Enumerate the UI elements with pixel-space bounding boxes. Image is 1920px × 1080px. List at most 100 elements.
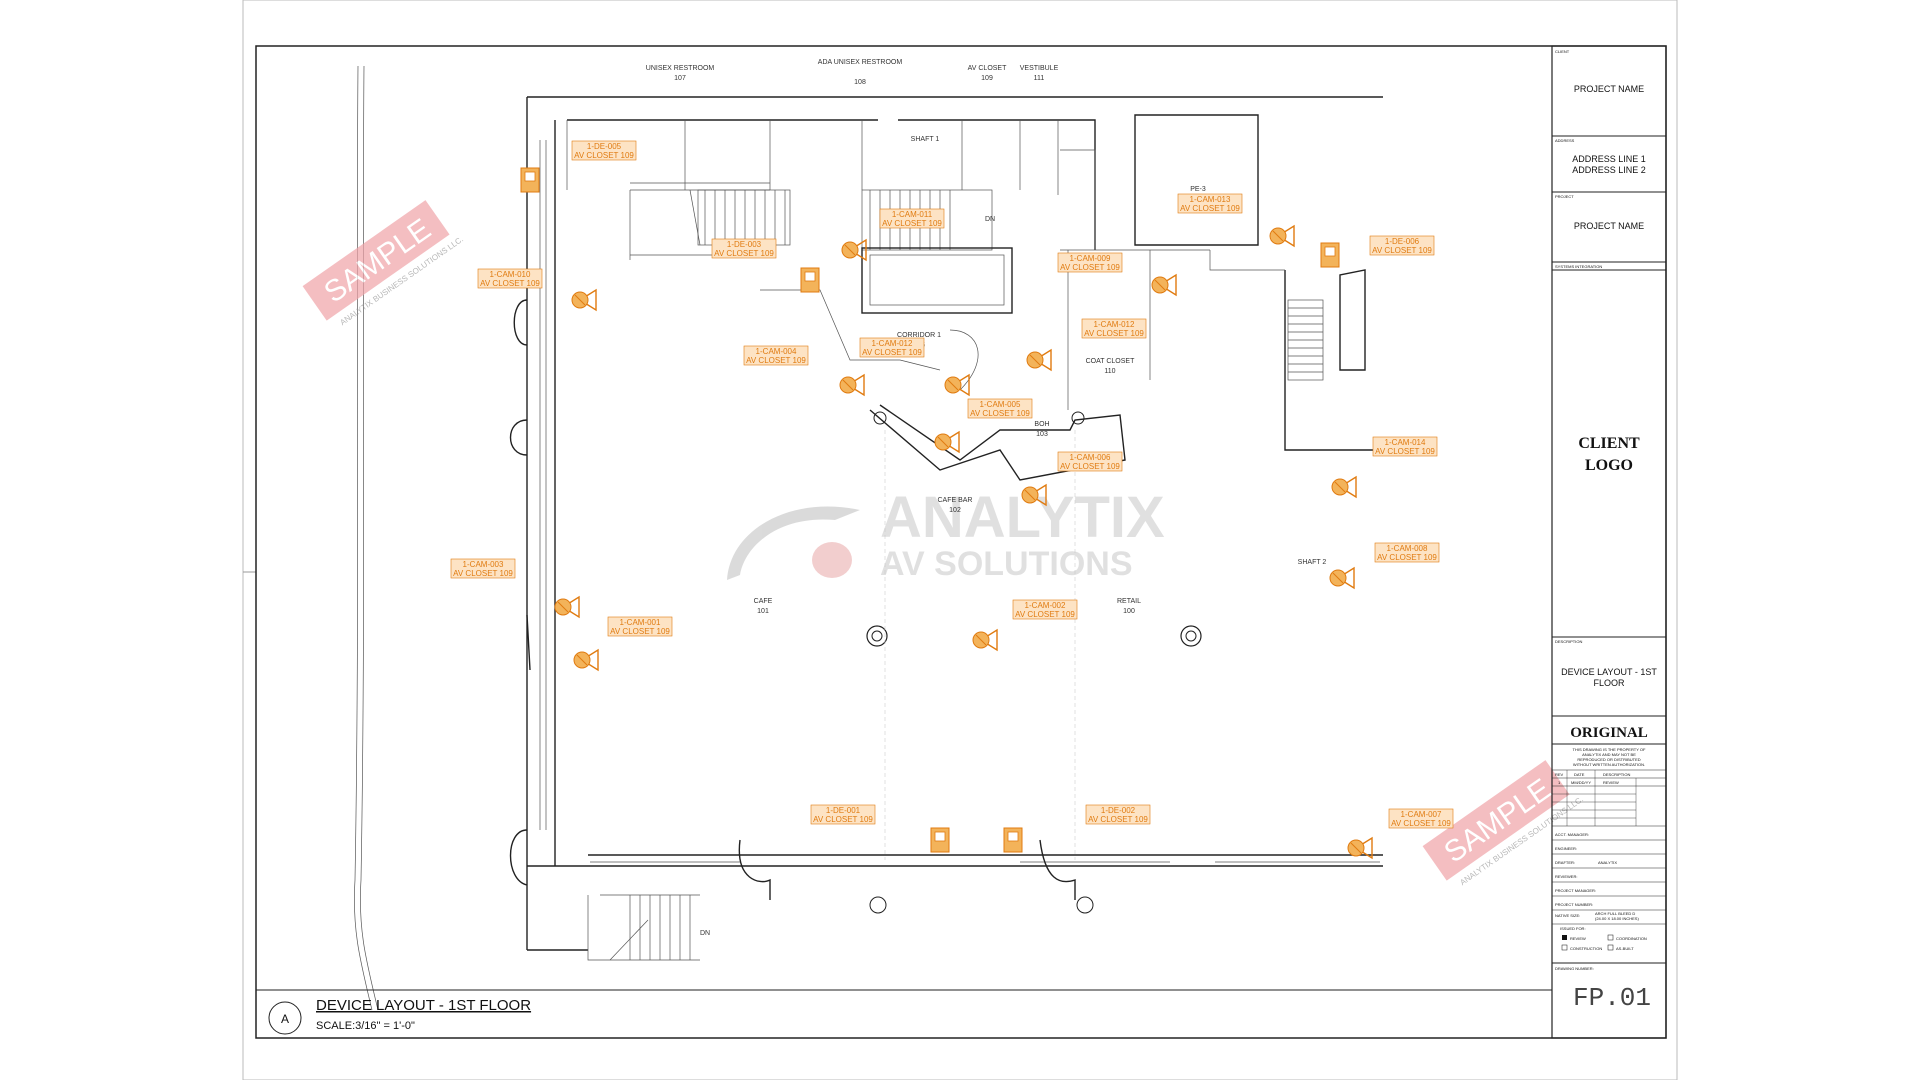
device-id: 1-CAM-012 xyxy=(1094,320,1135,329)
device-location: AV CLOSET 109 xyxy=(1084,329,1144,338)
reviewer: REVIEWER: xyxy=(1555,874,1577,879)
issued-review: REVIEW xyxy=(1570,936,1586,941)
camera-fov-icon xyxy=(1338,475,1357,499)
rev-col1: REV xyxy=(1555,772,1564,777)
drawing-number: FP.01 xyxy=(1573,983,1651,1013)
room-name: SHAFT 1 xyxy=(911,136,940,143)
room-name: UNISEX RESTROOM xyxy=(646,65,715,72)
room-name: RETAIL xyxy=(1117,598,1141,605)
paper-border xyxy=(242,0,1678,1080)
rev-row-desc: REVIEW xyxy=(1603,780,1619,785)
device-tag-box xyxy=(450,558,516,579)
device-tag-box xyxy=(1057,451,1123,472)
systems-heading: SYSTEMS INTEGRATION xyxy=(1555,264,1602,269)
camera-fov-icon xyxy=(941,430,960,454)
camera-fov-icon xyxy=(979,628,998,652)
device-location: AV CLOSET 109 xyxy=(714,249,774,258)
camera-fov-icon xyxy=(1336,566,1355,590)
client-logo-line2: LOGO xyxy=(1585,457,1633,474)
device-location: AV CLOSET 109 xyxy=(610,627,670,636)
client-name: PROJECT NAME xyxy=(1574,84,1644,94)
checkbox-review xyxy=(1562,935,1567,940)
brand-line2: AV SOLUTIONS xyxy=(880,545,1133,583)
notice-line: THIS DRAWING IS THE PROPERTY OF xyxy=(1573,747,1647,752)
device-tag-box xyxy=(607,616,673,637)
caption-marker: A xyxy=(281,1012,289,1026)
caption-title: DEVICE LAYOUT - 1ST FLOOR xyxy=(316,997,531,1014)
title-block: CLIENT PROJECT NAME ADDRESS ADDRESS LINE… xyxy=(1551,45,1667,1039)
project-manager: PROJECT MANAGER: xyxy=(1555,888,1596,893)
room-number: 108 xyxy=(854,79,866,86)
drafter: DRAFTER: xyxy=(1555,860,1575,865)
native-size-value: ARCH FULL BLEED D xyxy=(1595,911,1635,916)
device-location: AV CLOSET 109 xyxy=(1060,263,1120,272)
checkbox-construction xyxy=(1561,944,1568,951)
camera-fov-icon xyxy=(1158,273,1177,297)
room-name: ADA UNISEX RESTROOM xyxy=(818,59,903,66)
issued-coordination: COORDINATION xyxy=(1616,936,1647,941)
client-logo-line1: CLIENT xyxy=(1578,435,1640,452)
device-tag-box xyxy=(711,238,777,259)
address-heading: ADDRESS xyxy=(1555,138,1575,143)
room-number: 101 xyxy=(757,608,769,615)
device-id: 1-CAM-014 xyxy=(1385,438,1426,447)
drawing-caption: A DEVICE LAYOUT - 1ST FLOOR SCALE:3/16" … xyxy=(256,989,1552,1035)
device-id: 1-CAM-002 xyxy=(1025,601,1066,610)
checkbox-asbuilt xyxy=(1607,944,1614,951)
device-id: 1-CAM-009 xyxy=(1070,254,1111,263)
camera-fov-icon xyxy=(1354,836,1373,860)
device-location: AV CLOSET 109 xyxy=(480,279,540,288)
description-line1: DEVICE LAYOUT - 1ST xyxy=(1561,667,1657,677)
device-tag-box xyxy=(571,140,637,161)
notice-line: WITHOUT WRITTEN AUTHORIZATION. xyxy=(1573,762,1645,767)
device-tag-box xyxy=(859,337,925,358)
drawing-number-heading: DRAWING NUMBER: xyxy=(1555,966,1594,971)
notice-line: REPRODUCED OR DISTRIBUTED xyxy=(1577,757,1640,762)
device-location: AV CLOSET 109 xyxy=(862,348,922,357)
room-name: PE-3 xyxy=(1190,186,1206,193)
device-tag-box xyxy=(1081,318,1147,339)
native-size-value: (24.00 X 18.00 INCHES) xyxy=(1595,916,1639,921)
camera-fov-icon xyxy=(578,288,597,312)
room-number: 100 xyxy=(1123,608,1135,615)
notice-line: ANALYTIX AND MAY NOT BE xyxy=(1582,752,1636,757)
device-id: 1-CAM-012 xyxy=(872,339,913,348)
camera-fov-icon xyxy=(1028,483,1047,507)
room-number: 102 xyxy=(949,507,961,514)
room-number: 111 xyxy=(1034,75,1045,82)
stair-label: DN xyxy=(700,930,710,937)
engineer: ENGINEER: xyxy=(1555,846,1577,851)
device-tag-box xyxy=(477,268,543,289)
description-heading: DESCRIPTION xyxy=(1555,639,1582,644)
project-name: PROJECT NAME xyxy=(1574,221,1644,231)
camera-fov-icon xyxy=(951,373,970,397)
client-heading: CLIENT xyxy=(1555,49,1570,54)
rev-row-date: MM/DD/YY xyxy=(1571,780,1591,785)
device-id: 1-CAM-004 xyxy=(756,347,797,356)
device-tag-box xyxy=(1012,599,1078,620)
address-line1: ADDRESS LINE 1 xyxy=(1572,154,1646,164)
camera-fov-icon xyxy=(580,648,599,672)
room-name: BOH xyxy=(1034,421,1049,428)
device-tag-box xyxy=(1369,235,1435,256)
device-id: 1-CAM-008 xyxy=(1387,544,1428,553)
camera-fov-icon xyxy=(848,238,867,262)
